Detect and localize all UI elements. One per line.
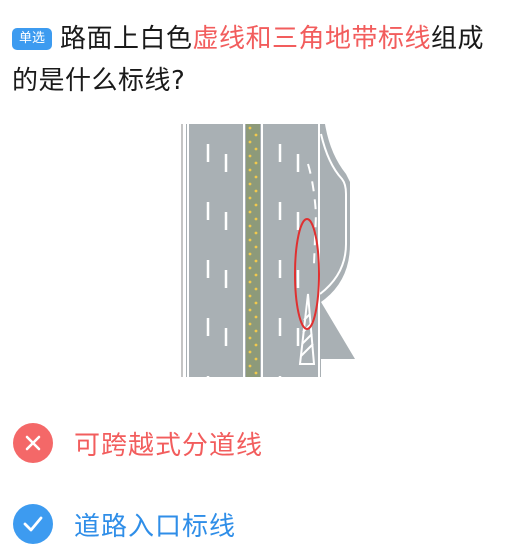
question-highlight-text: 虚线和三角地带标线 [192,24,432,54]
option-b-label: 道路入口标线 [74,511,237,542]
question-text-part2: 组成的是什么标线? [12,24,485,96]
check-icon [13,504,53,544]
question-text-part1: 路面上白色 [60,24,193,54]
question-type-badge: 单选 [12,28,53,50]
option-a[interactable]: 可跨越式分道线 [13,423,263,463]
close-icon [13,423,53,463]
road-markings-illustration [180,124,355,377]
question-text: 单选路面上白色虚线和三角地带标线组成的是什么标线? [12,18,498,102]
option-a-label: 可跨越式分道线 [74,430,264,461]
option-b[interactable]: 道路入口标线 [13,504,236,544]
